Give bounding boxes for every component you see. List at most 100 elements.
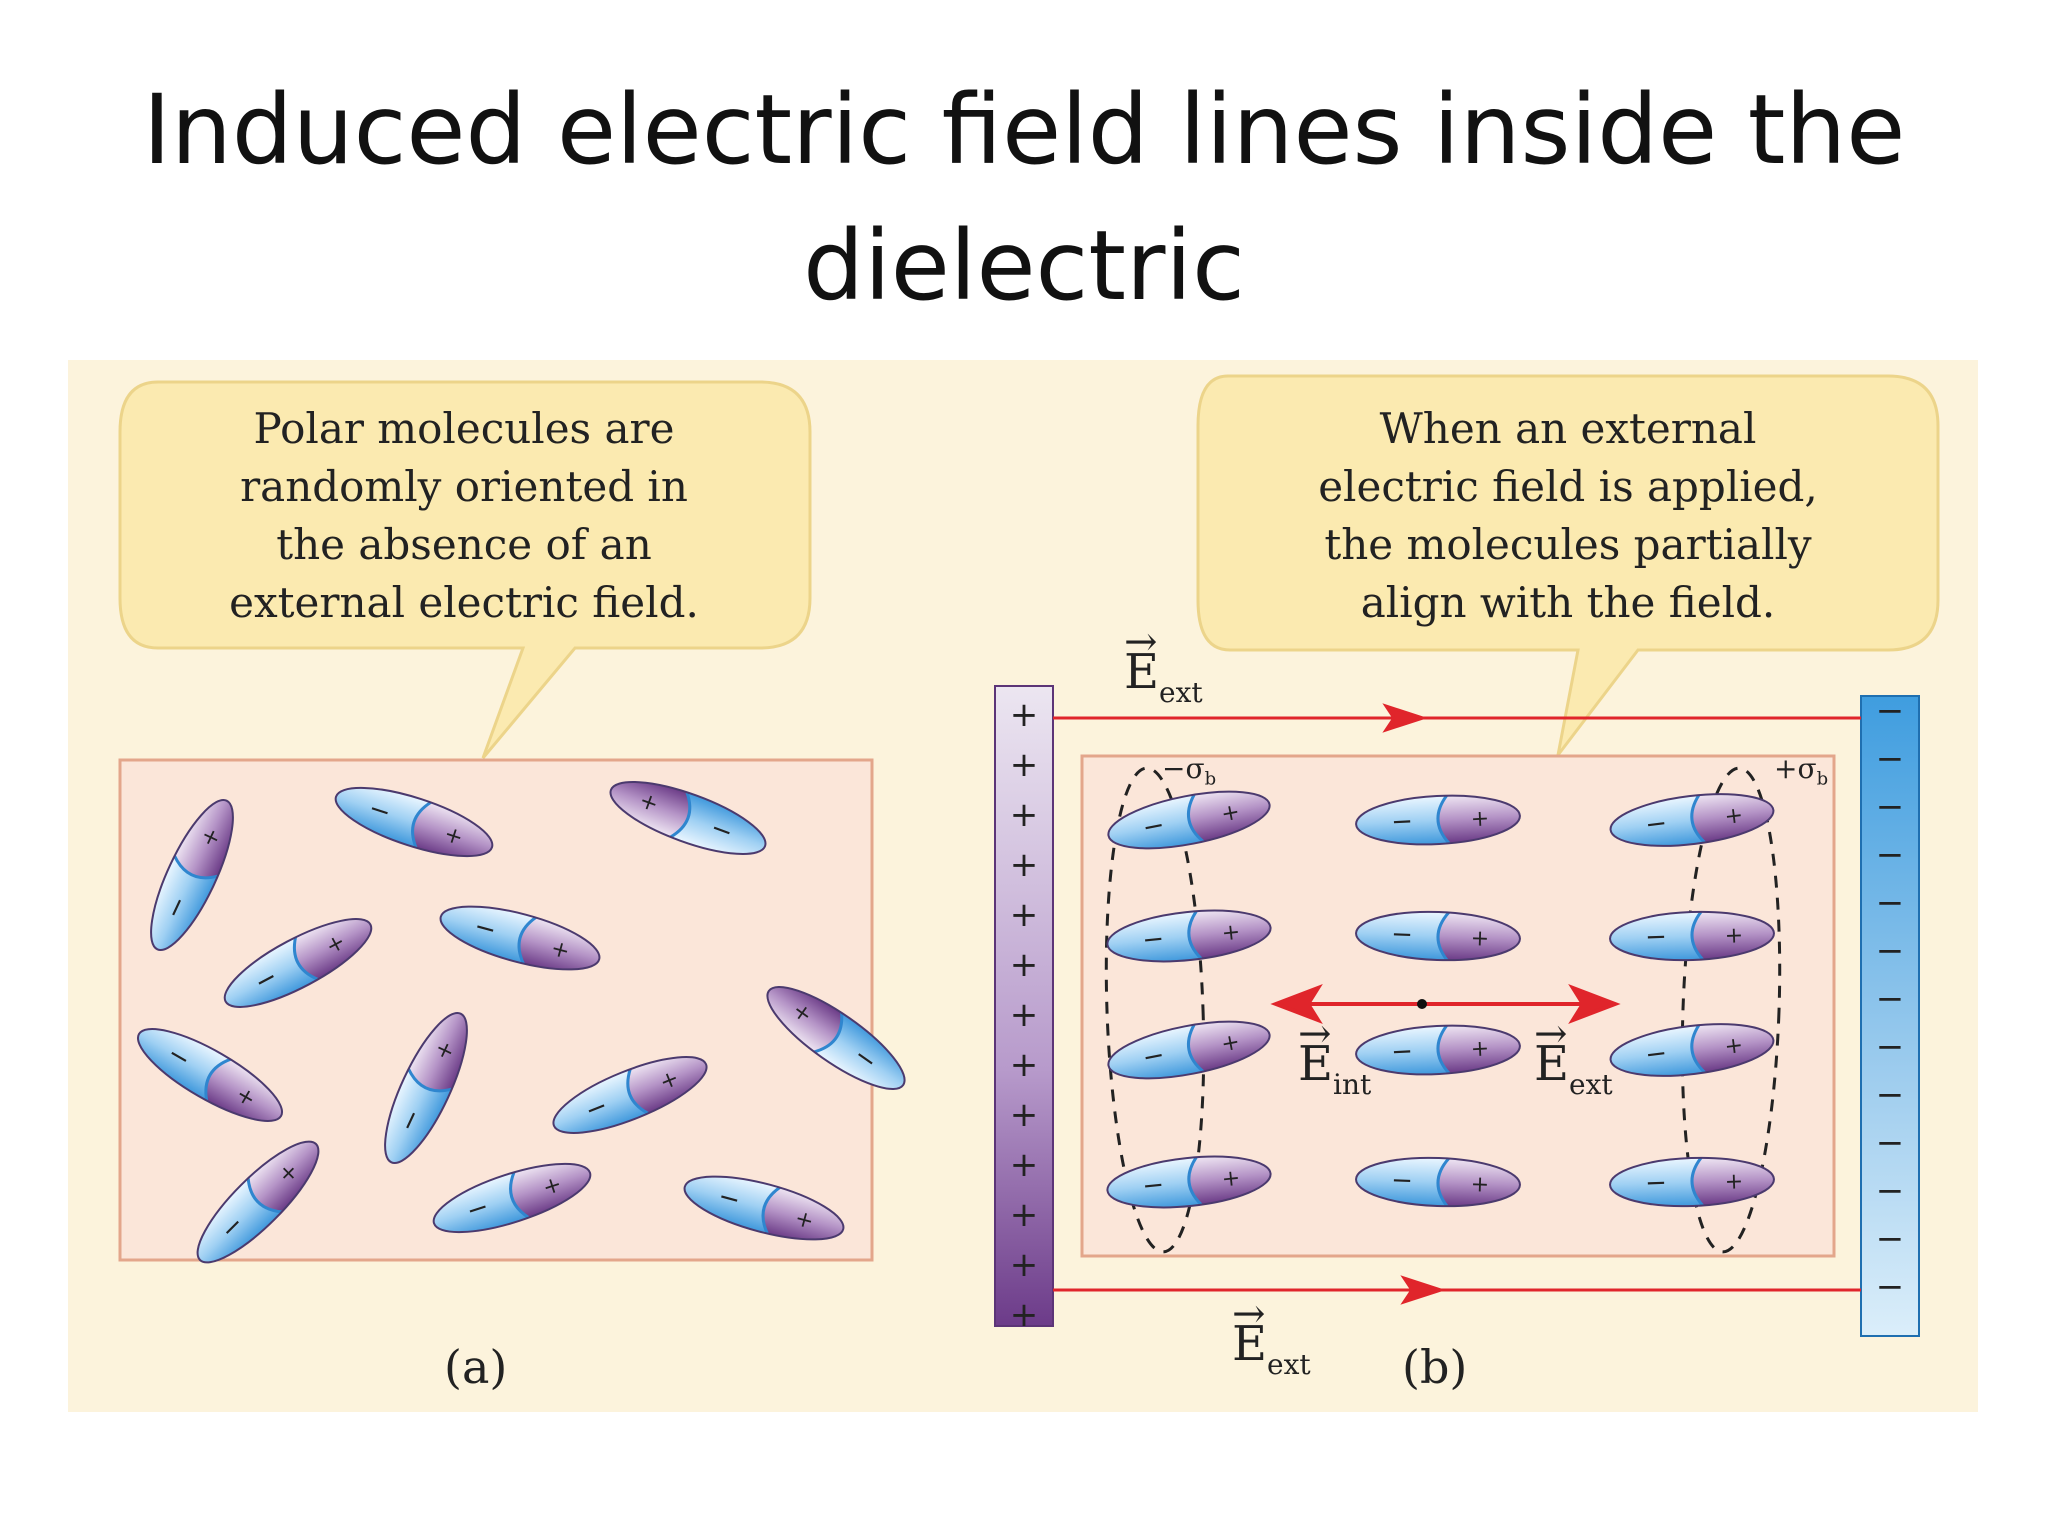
plate-minus-sign: −	[1876, 1171, 1905, 1211]
plate-minus-sign: −	[1876, 979, 1905, 1019]
dielectric-figure: +++++++++++++−−−−−−−−−−−−− −+−+−+−+−+−+−…	[68, 360, 1978, 1412]
plate-minus-sign: −	[1876, 1267, 1905, 1307]
negative-sign: −	[1645, 1168, 1668, 1199]
plate-minus-sign: −	[1876, 931, 1905, 971]
e-symbol: E	[1534, 1036, 1570, 1092]
positive-sign: +	[1470, 926, 1489, 952]
e-ext-label-top: → Eext	[1124, 619, 1203, 717]
dipole-molecule: −+	[1609, 909, 1775, 963]
dipole-molecule: −+	[126, 1013, 294, 1137]
dipole-molecule: −+	[183, 1127, 333, 1277]
bubble-b-line: electric field is applied,	[1318, 462, 1818, 511]
vector-arrow-icon: →	[1232, 1291, 1266, 1337]
plate-minus-sign: −	[1876, 835, 1905, 875]
positive-sign: +	[1723, 803, 1744, 830]
dipole-molecule: −+	[1607, 1016, 1777, 1084]
plate-plus-sign: +	[1010, 1095, 1039, 1135]
slide-title: Induced electric field lines inside the …	[0, 62, 2048, 334]
plate-plus-sign: +	[1010, 995, 1039, 1035]
bubble-b-line: When an external	[1379, 404, 1757, 453]
dipole-molecule: −+	[1609, 1155, 1775, 1209]
dipole-molecule: −+	[426, 1149, 598, 1247]
plate-plus-sign: +	[1010, 945, 1039, 985]
e-symbol: E	[1232, 1316, 1268, 1372]
e-subscript: ext	[1569, 1068, 1613, 1101]
e-symbol: E	[1124, 644, 1160, 700]
e-subscript: int	[1333, 1068, 1372, 1101]
negative-sign: −	[1141, 1170, 1166, 1202]
bubble-b	[1196, 374, 1940, 756]
e-ext-label-middle: → Eext	[1534, 1011, 1613, 1109]
negative-sign: −	[1390, 806, 1413, 837]
dipole-molecule: −+	[1354, 791, 1522, 849]
title-line-2: dielectric	[803, 210, 1245, 322]
figure-graphics: +++++++++++++−−−−−−−−−−−−− −+−+−+−+−+−+−…	[118, 374, 1940, 1337]
bound-charge-loop-negative	[1104, 766, 1206, 1254]
positive-sign: +	[1470, 1036, 1490, 1062]
positive-sign: +	[1724, 1169, 1743, 1195]
plate-plus-sign: +	[1010, 1195, 1039, 1235]
dipole-molecule: −+	[328, 773, 500, 871]
positive-sign: +	[1470, 806, 1490, 832]
internal-field-arrows	[1270, 984, 1621, 1024]
sigma-positive-label: +σb	[1774, 752, 1828, 790]
negative-sign: −	[1391, 1165, 1414, 1196]
bubble-b-line: the molecules partially	[1324, 520, 1812, 569]
negative-sign: −	[1141, 924, 1166, 956]
plate-minus-sign: −	[1876, 1027, 1905, 1067]
plate-minus-sign: −	[1876, 1075, 1905, 1115]
plate-plus-sign: +	[1010, 895, 1039, 935]
e-subscript: ext	[1159, 676, 1203, 709]
caption-a: (a)	[444, 1340, 508, 1394]
negative-sign: −	[1391, 919, 1414, 950]
negative-sign: −	[1645, 922, 1668, 953]
external-field-lines	[1053, 703, 1861, 1305]
plate-plus-sign: +	[1010, 1045, 1039, 1085]
bubble-b-text: When an external electric field is appli…	[1218, 400, 1918, 632]
bubble-a-text: Polar molecules are randomly oriented in…	[138, 400, 790, 632]
positive-sign: +	[1220, 920, 1241, 947]
negative-sign: −	[1390, 1036, 1413, 1067]
plate-plus-sign: +	[1010, 1145, 1039, 1185]
plate-plus-sign: +	[1010, 1245, 1039, 1285]
sigma-subscript: b	[1204, 768, 1217, 790]
dipole-molecule: −+	[544, 1042, 716, 1148]
negative-sign: −	[1644, 1038, 1669, 1070]
dipole-molecule: −+	[755, 971, 917, 1105]
plate-minus-sign: −	[1876, 787, 1905, 827]
sigma-subscript: b	[1816, 768, 1829, 790]
dipole-molecule: −+	[135, 790, 249, 960]
dipole-molecule: −+	[1607, 786, 1777, 854]
plate-plus-sign: +	[1010, 695, 1039, 735]
plate-minus-sign: −	[1876, 1219, 1905, 1259]
dipole-molecule: −+	[1355, 1155, 1521, 1209]
dipole-molecule: −+	[214, 903, 382, 1023]
positive-sign: +	[1220, 1166, 1241, 1193]
e-int-label: → Eint	[1298, 1011, 1372, 1109]
e-subscript: ext	[1267, 1348, 1311, 1381]
bubble-a-line: Polar molecules are	[253, 404, 675, 453]
bubble-a	[118, 380, 812, 759]
plate-plus-sign: +	[1010, 745, 1039, 785]
sigma-symbol: +σ	[1774, 752, 1817, 785]
positive-sign: +	[1219, 1029, 1242, 1057]
positive-plate	[994, 685, 1054, 1327]
plate-plus-sign: +	[1010, 1295, 1039, 1335]
positive-sign: +	[1723, 1033, 1744, 1060]
vector-arrow-icon: →	[1534, 1011, 1568, 1057]
bubble-a-line: randomly oriented in	[240, 462, 688, 511]
positive-sign: +	[1219, 799, 1242, 827]
caption-b: (b)	[1402, 1340, 1468, 1394]
bubble-a-line: external electric field.	[229, 578, 699, 627]
plate-minus-sign: −	[1876, 1123, 1905, 1163]
e-symbol: E	[1298, 1036, 1334, 1092]
plate-plus-sign: +	[1010, 795, 1039, 835]
e-ext-label-bottom: → Eext	[1232, 1291, 1311, 1389]
negative-sign: −	[1644, 808, 1669, 840]
vector-arrow-icon: →	[1124, 619, 1158, 665]
positive-sign: +	[1470, 1172, 1489, 1198]
positive-sign: +	[1724, 923, 1743, 949]
negative-plate	[1860, 695, 1920, 1337]
bubble-a-line: the absence of an	[276, 520, 652, 569]
sigma-negative-label: −σb	[1162, 752, 1216, 790]
